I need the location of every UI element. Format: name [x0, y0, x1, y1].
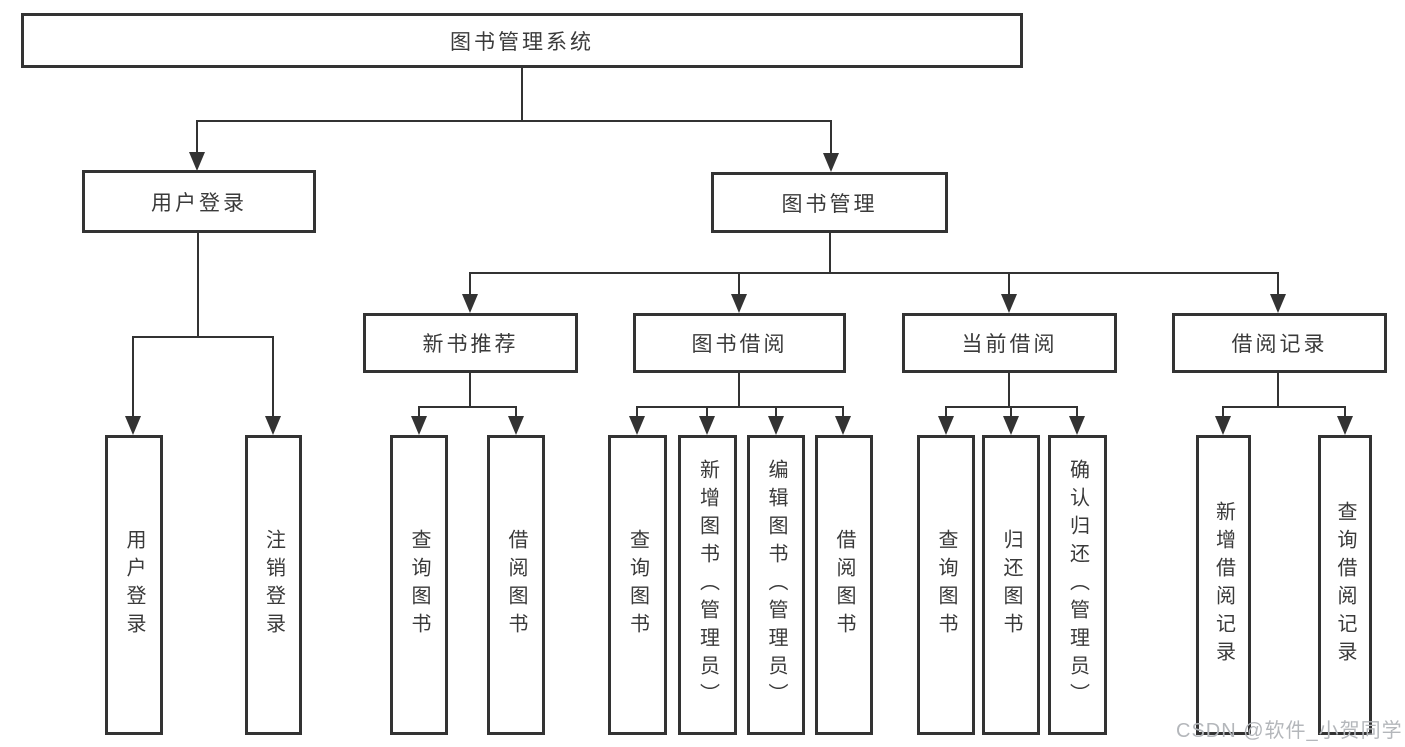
connector-line	[1222, 406, 1224, 418]
connector-line	[1008, 272, 1010, 298]
arrow-down-icon	[462, 294, 478, 313]
leaf-br-add-record: 新增借阅记录	[1196, 435, 1251, 735]
connector-line	[829, 233, 831, 274]
connector-line	[418, 406, 420, 418]
connector-line	[842, 406, 844, 418]
connector-line	[706, 406, 708, 418]
leaf-logout: 注销登录	[245, 435, 302, 735]
node-borrow-records: 借阅记录	[1172, 313, 1387, 373]
arrow-down-icon	[1003, 416, 1019, 435]
leaf-cb-query-books-label: 查询图书	[935, 529, 957, 641]
arrow-down-icon	[1270, 294, 1286, 313]
node-root-label: 图书管理系统	[450, 30, 594, 54]
connector-line	[197, 233, 199, 338]
leaf-cb-return-books: 归还图书	[982, 435, 1040, 735]
leaf-cb-query-books: 查询图书	[917, 435, 975, 735]
leaf-bb-add-books-admin: 新增图书（管理员）	[678, 435, 737, 735]
connector-line	[1344, 406, 1346, 418]
node-root: 图书管理系统	[21, 13, 1023, 68]
arrow-down-icon	[731, 294, 747, 313]
connector-line	[132, 336, 134, 418]
node-new-book-recommend: 新书推荐	[363, 313, 578, 373]
leaf-bb-edit-books-admin: 编辑图书（管理员）	[747, 435, 805, 735]
arrow-down-icon	[1215, 416, 1231, 435]
node-user-login: 用户登录	[82, 170, 316, 233]
leaf-br-query-record-label: 查询借阅记录	[1334, 501, 1356, 669]
arrow-down-icon	[938, 416, 954, 435]
connector-line	[196, 120, 832, 122]
arrow-down-icon	[823, 153, 839, 172]
node-user-login-label: 用户登录	[151, 191, 247, 215]
connector-line	[636, 406, 638, 418]
connector-line	[469, 272, 471, 298]
arrow-down-icon	[411, 416, 427, 435]
leaf-cb-return-books-label: 归还图书	[1000, 529, 1022, 641]
leaf-nb-query-books: 查询图书	[390, 435, 448, 735]
connector-line	[775, 406, 777, 418]
node-book-borrowing: 图书借阅	[633, 313, 846, 373]
leaf-bb-add-books-admin-label: 新增图书（管理员）	[696, 459, 719, 711]
connector-line	[196, 120, 198, 154]
arrow-down-icon	[835, 416, 851, 435]
connector-line	[945, 406, 947, 418]
node-new-book-recommend-label: 新书推荐	[422, 333, 519, 356]
connector-line	[1076, 406, 1078, 418]
connector-line	[1222, 406, 1346, 408]
leaf-user-login-label: 用户登录	[123, 529, 145, 641]
leaf-bb-query-books-label: 查询图书	[626, 529, 649, 641]
watermark-text: CSDN @软件_小贺同学	[1176, 720, 1403, 742]
node-current-borrowing-label: 当前借阅	[961, 333, 1058, 356]
connector-line	[469, 272, 1279, 274]
arrow-down-icon	[1001, 294, 1017, 313]
arrow-down-icon	[768, 416, 784, 435]
arrow-down-icon	[629, 416, 645, 435]
leaf-nb-query-books-label: 查询图书	[408, 529, 430, 641]
leaf-bb-borrow-books: 借阅图书	[815, 435, 873, 735]
connector-line	[521, 68, 523, 122]
node-book-management-label: 图书管理	[781, 192, 878, 216]
connector-line	[1010, 406, 1012, 418]
arrow-down-icon	[699, 416, 715, 435]
leaf-cb-confirm-return-admin: 确认归还（管理员）	[1048, 435, 1107, 735]
connector-line	[132, 336, 274, 338]
connector-line	[272, 336, 274, 418]
arrow-down-icon	[1069, 416, 1085, 435]
leaf-logout-label: 注销登录	[262, 529, 285, 641]
leaf-bb-query-books: 查询图书	[608, 435, 667, 735]
node-book-management: 图书管理	[711, 172, 948, 233]
arrow-down-icon	[1337, 416, 1353, 435]
node-book-borrowing-label: 图书借阅	[691, 333, 788, 356]
leaf-bb-borrow-books-label: 借阅图书	[833, 529, 855, 641]
connector-line	[738, 272, 740, 298]
leaf-cb-confirm-return-admin-label: 确认归还（管理员）	[1066, 459, 1089, 711]
connector-line	[738, 373, 740, 408]
leaf-nb-borrow-books: 借阅图书	[487, 435, 545, 735]
arrow-down-icon	[189, 152, 205, 171]
connector-line	[830, 120, 832, 154]
arrow-down-icon	[265, 416, 281, 435]
leaf-bb-edit-books-admin-label: 编辑图书（管理员）	[765, 459, 787, 711]
connector-line	[1277, 272, 1279, 298]
leaf-user-login: 用户登录	[105, 435, 163, 735]
node-current-borrowing: 当前借阅	[902, 313, 1117, 373]
leaf-br-query-record: 查询借阅记录	[1318, 435, 1372, 735]
connector-line	[418, 406, 517, 408]
connector-line	[469, 373, 471, 408]
connector-line	[1008, 373, 1010, 408]
connector-line	[515, 406, 517, 418]
arrow-down-icon	[125, 416, 141, 435]
connector-line	[1277, 373, 1279, 408]
leaf-nb-borrow-books-label: 借阅图书	[505, 529, 527, 641]
node-borrow-records-label: 借阅记录	[1231, 333, 1328, 356]
connector-line	[636, 406, 844, 408]
leaf-br-add-record-label: 新增借阅记录	[1212, 501, 1235, 669]
arrow-down-icon	[508, 416, 524, 435]
